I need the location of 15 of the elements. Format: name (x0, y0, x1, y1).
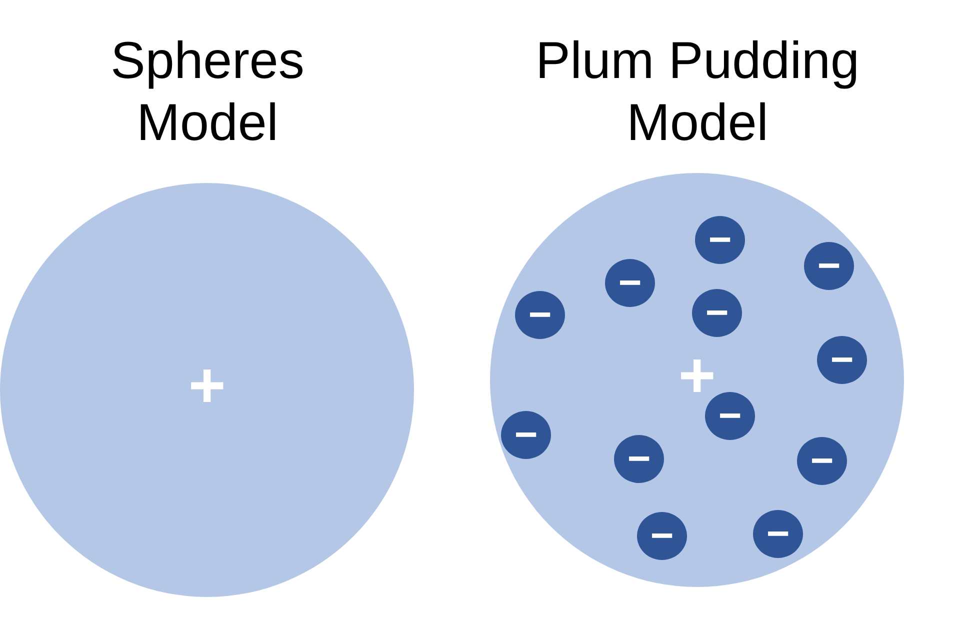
electron: − (695, 216, 745, 264)
electron: − (692, 289, 742, 337)
charge-sign: + (188, 353, 226, 417)
electron: − (515, 291, 565, 339)
model-title: Spheres Model (110, 31, 306, 154)
electron: − (817, 336, 867, 384)
electron: − (705, 392, 755, 440)
electron: − (501, 411, 551, 459)
model-title: Plum Pudding Model (534, 31, 860, 154)
electron: − (804, 242, 854, 290)
electron: − (637, 512, 687, 560)
electron: − (797, 437, 847, 485)
electron: − (614, 435, 664, 483)
electron: − (753, 510, 803, 558)
electron: − (605, 259, 655, 307)
